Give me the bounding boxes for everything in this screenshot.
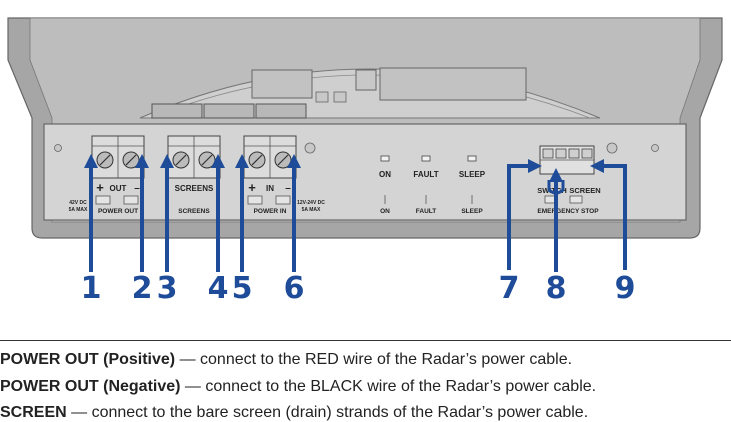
board-connector [203,103,255,119]
led-on-label: ON [379,170,391,179]
power-out-label: POWER OUT [98,208,138,215]
power-in-label: POWER IN [254,208,287,215]
screen-label: SCREEN [569,186,600,195]
divider [0,340,731,341]
callout-number-6: 6 [284,271,305,306]
callout-number-8: 8 [546,271,567,306]
description-term-3: SCREEN [0,404,67,421]
description-line-2: POWER OUT (Negative) — connect to the BL… [0,378,731,396]
callout-arrowheads [84,154,604,182]
out-minus-label: – [134,183,140,194]
description-term-2: POWER OUT (Negative) [0,378,181,395]
rating-out-line2: 5A MAX [69,207,88,213]
board-module [379,67,527,101]
in-plus-label: + [248,180,256,195]
terminal-block-power-out [91,135,145,179]
screens-terminal-label: SCREENS [175,184,214,193]
out-plus-label: + [96,180,104,195]
connection-diagram: + OUT – SCREENS + IN – 42V DC 5A MAX POW… [7,17,723,306]
description-text-1: — connect to the RED wire of the Radar’s… [175,351,573,368]
board-chip [251,69,313,99]
callout-number-9: 9 [615,271,636,306]
callout-line-9 [602,164,627,270]
description-text-3: — connect to the bare screen (drain) str… [66,404,589,421]
terminal-block-power-in [243,135,297,179]
rating-in-line1: 12V-24V DC [297,200,325,206]
led-sleep-label: SLEEP [459,170,486,179]
description-line-3: SCREEN — connect to the bare screen (dra… [0,404,731,422]
callout-number-2: 2 [132,271,153,306]
on-bottom-label: ON [380,208,390,215]
emergency-stop-label: EMERGENCY STOP [537,208,599,215]
callout-number-5: 5 [232,271,253,306]
in-minus-label: – [285,183,291,194]
screens-bottom-label: SCREENS [178,208,210,215]
sleep-bottom-label: SLEEP [461,208,483,215]
callout-line-7 [507,164,530,270]
callout-number-3: 3 [157,271,178,306]
out-label: OUT [110,184,127,193]
rating-in-line2: 5A MAX [302,207,321,213]
description-text-2: — connect to the BLACK wire of the Radar… [180,378,597,395]
led-sleep [467,155,477,162]
rating-out-line1: 42V DC [69,200,87,206]
description-line-1: POWER OUT (Positive) — connect to the RE… [0,351,731,369]
led-on [380,155,390,162]
led-fault-label: FAULT [413,170,438,179]
fault-bottom-label: FAULT [416,208,436,215]
emergency-stop-connector [539,145,595,204]
callout-number-4: 4 [208,271,229,306]
board-connector [151,103,203,119]
board-connector [255,103,307,119]
in-label: IN [266,184,274,193]
led-fault [421,155,431,162]
terminal-block-screens [167,135,221,179]
description-term-1: POWER OUT (Positive) [0,351,176,368]
callout-number-1: 1 [81,271,102,306]
callout-number-7: 7 [499,271,520,306]
